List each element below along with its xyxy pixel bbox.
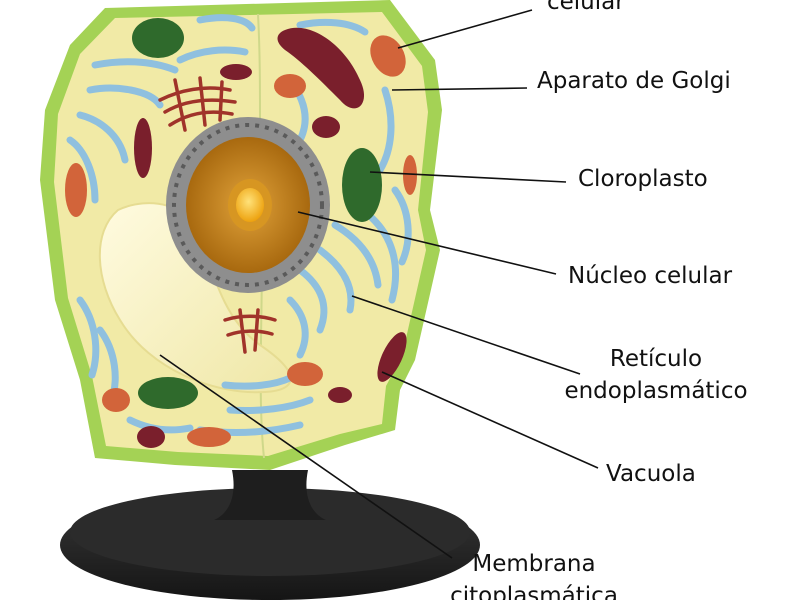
- label-aparato-golgi: Aparato de Golgi: [537, 68, 731, 94]
- label-membrana-line1: Membrana: [472, 551, 596, 577]
- model-stand: [60, 470, 480, 600]
- chloroplasts: [132, 18, 382, 409]
- leader-cloroplasto: [369, 171, 567, 183]
- label-reticulo: Retículo endoplasmático: [548, 343, 764, 407]
- leader-nucleo: [297, 211, 557, 275]
- mitochondria: [65, 35, 417, 447]
- label-nucleo: Núcleo celular: [568, 263, 733, 289]
- label-vacuola: Vacuola: [606, 461, 696, 487]
- golgi-apparatus: [158, 76, 277, 354]
- leader-pared-celular: [397, 9, 533, 49]
- nucleus: [166, 117, 330, 293]
- dark-organelles: [134, 27, 407, 448]
- label-reticulo-line1: Retículo: [609, 346, 703, 372]
- label-pared-celular: celular: [547, 0, 625, 15]
- label-cloroplasto: Cloroplasto: [578, 166, 708, 192]
- leader-membrana: [159, 354, 453, 559]
- label-membrana: Membrana citoplasmática: [432, 548, 636, 600]
- leader-aparato-golgi: [391, 87, 528, 91]
- label-membrana-line2: citoplasmática: [450, 583, 618, 600]
- leader-reticulo: [351, 295, 581, 375]
- leader-lines: [159, 9, 599, 559]
- label-reticulo-line2: endoplasmático: [564, 378, 748, 404]
- leader-vacuola: [381, 371, 599, 469]
